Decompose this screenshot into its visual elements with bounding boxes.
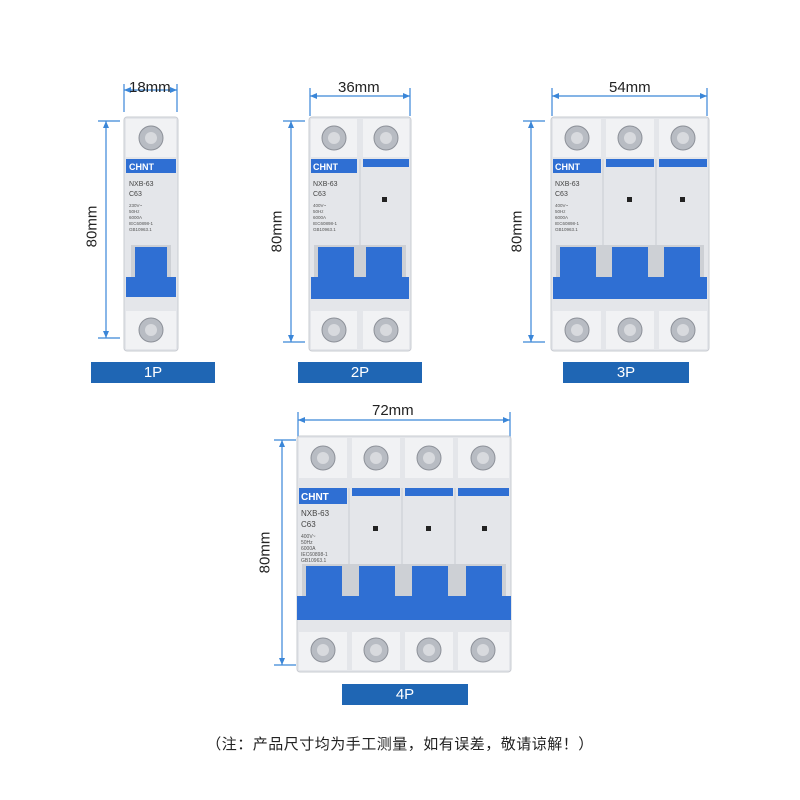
breaker-3p-drawing: CHNT NXB-63 C63 400V~ 50Hz 6000A IEC6089…: [550, 116, 710, 352]
svg-text:IEC60898-1: IEC60898-1: [555, 221, 580, 226]
screw-icon: [373, 317, 399, 343]
screw-icon: [470, 637, 496, 663]
width-label-1p: 18mm: [129, 79, 171, 96]
screw-icon: [363, 637, 389, 663]
height-label-2p: 80mm: [268, 210, 286, 253]
screw-icon: [564, 317, 590, 343]
screw-icon: [321, 125, 347, 151]
screw-icon: [617, 125, 643, 151]
screw-icon: [670, 125, 696, 151]
brand-text: CHNT: [555, 162, 580, 172]
svg-text:NXB-63: NXB-63: [301, 509, 330, 518]
svg-text:50Hz: 50Hz: [129, 209, 140, 214]
svg-text:GB10963.1: GB10963.1: [129, 227, 152, 232]
svg-text:C63: C63: [313, 191, 326, 198]
svg-text:GB10963.1: GB10963.1: [301, 558, 327, 564]
svg-text:NXB-63: NXB-63: [129, 181, 154, 188]
screw-icon: [310, 637, 336, 663]
breaker-1p-drawing: CHNT NXB-63 C63 230V~ 50Hz 6000A IEC6089…: [123, 116, 179, 352]
screw-icon: [470, 445, 496, 471]
height-label-3p: 80mm: [508, 210, 526, 253]
screw-icon: [416, 445, 442, 471]
breaker-1p-image: CHNT NXB-63 C63 230V~ 50Hz 6000A IEC6089…: [123, 116, 179, 352]
svg-text:50Hz: 50Hz: [555, 209, 566, 214]
screw-icon: [363, 445, 389, 471]
measurement-note: （注：产品尺寸均为手工测量，如有误差，敬请谅解！）: [206, 735, 594, 753]
screw-icon: [416, 637, 442, 663]
pole-label-4p: 4P: [342, 684, 468, 705]
svg-text:6000A: 6000A: [129, 215, 142, 220]
width-label-4p: 72mm: [372, 402, 414, 419]
svg-text:IEC60898-1: IEC60898-1: [129, 221, 154, 226]
svg-text:C63: C63: [555, 191, 568, 198]
breaker-4p-image: CHNT NXB-63 C63 400V~ 50Hz 6000A IEC6089…: [296, 435, 512, 673]
breaker-2p-drawing: CHNT NXB-63 C63 400V~ 50Hz 6000A IEC6089…: [308, 116, 412, 352]
pole-label-3p: 3P: [563, 362, 689, 383]
screw-icon: [138, 125, 164, 151]
svg-text:GB10963.1: GB10963.1: [313, 227, 336, 232]
svg-text:400V~: 400V~: [555, 203, 569, 208]
brand-text: CHNT: [129, 162, 154, 172]
svg-text:NXB-63: NXB-63: [555, 181, 580, 188]
svg-text:IEC60898-1: IEC60898-1: [301, 552, 328, 558]
svg-text:6000A: 6000A: [313, 215, 326, 220]
svg-text:230V~: 230V~: [129, 203, 143, 208]
height-label-4p: 80mm: [256, 531, 274, 574]
breaker-3p-image: CHNT NXB-63 C63 400V~ 50Hz 6000A IEC6089…: [550, 116, 710, 352]
pole-label-2p: 2P: [298, 362, 422, 383]
height-label-1p: 80mm: [83, 205, 101, 248]
screw-icon: [670, 317, 696, 343]
svg-text:6000A: 6000A: [301, 546, 316, 552]
svg-text:6000A: 6000A: [555, 215, 568, 220]
svg-text:C63: C63: [129, 191, 142, 198]
screw-icon: [617, 317, 643, 343]
brand-text: CHNT: [301, 492, 329, 503]
screw-icon: [310, 445, 336, 471]
breaker-4p-drawing: CHNT NXB-63 C63 400V~ 50Hz 6000A IEC6089…: [296, 435, 512, 673]
svg-text:GB10963.1: GB10963.1: [555, 227, 578, 232]
svg-text:C63: C63: [301, 520, 316, 529]
brand-text: CHNT: [313, 162, 338, 172]
screw-icon: [564, 125, 590, 151]
svg-text:50Hz: 50Hz: [313, 209, 324, 214]
screw-icon: [321, 317, 347, 343]
width-label-3p: 54mm: [609, 79, 651, 96]
width-label-2p: 36mm: [338, 79, 380, 96]
svg-text:NXB-63: NXB-63: [313, 181, 338, 188]
svg-text:IEC60898-1: IEC60898-1: [313, 221, 338, 226]
svg-text:400V~: 400V~: [313, 203, 327, 208]
screw-icon: [373, 125, 399, 151]
pole-label-1p: 1P: [91, 362, 215, 383]
svg-text:400V~: 400V~: [301, 534, 316, 540]
breaker-2p-image: CHNT NXB-63 C63 400V~ 50Hz 6000A IEC6089…: [308, 116, 412, 352]
screw-icon: [138, 317, 164, 343]
svg-text:50Hz: 50Hz: [301, 540, 313, 546]
